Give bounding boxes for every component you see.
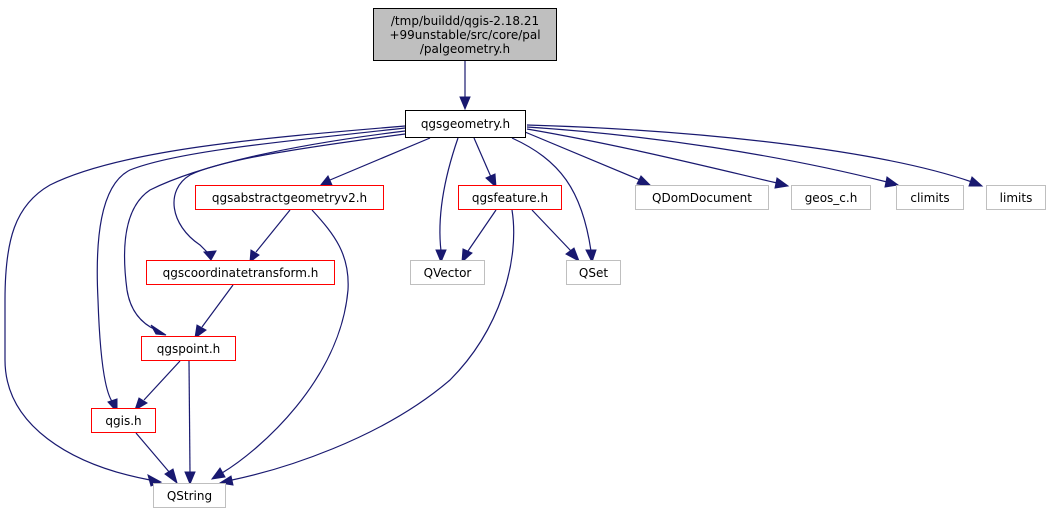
edge-qgis-qstring [135, 432, 171, 474]
edge-qgscoordinatetransform-qgspoint [201, 284, 234, 328]
edge-qgspoint-qgis [143, 360, 181, 401]
arrow-qvector-from-qgsgeometry [435, 249, 447, 264]
arrow-qset-from-qgsfeature [565, 247, 580, 263]
node-qgsfeature-h[interactable]: qgsfeature.h [458, 185, 562, 210]
edge-qgsfeature-qstring [231, 209, 515, 481]
node-limits[interactable]: limits [986, 185, 1046, 210]
arrow-qgspoint-from-qgsgeometry [150, 324, 167, 336]
node-qgspoint-h[interactable]: qgspoint.h [141, 336, 236, 361]
edge-qgsgeometry-limits [526, 124, 973, 183]
arrow-qgscoordinatetransform-from-abstract [249, 249, 260, 264]
arrow-qgis-from-qgspoint [134, 397, 148, 412]
arrow-qset-from-qgsgeometry [585, 249, 597, 264]
node-qset[interactable]: QSet [566, 260, 621, 285]
edge-qgsabstractgeometry-qstring [221, 209, 349, 474]
arrow-qvector-from-qgsfeature [461, 248, 473, 264]
edge-qgsfeature-qvector [467, 209, 497, 252]
edge-qgsgeometry-qgsabstractgeometry [329, 137, 431, 181]
node-qgsgeometry-h[interactable]: qgsgeometry.h [405, 110, 526, 138]
edge-qgsgeometry-qgspoint [123, 130, 406, 331]
node-qgsabstractgeometryv2-h[interactable]: qgsabstractgeometryv2.h [195, 185, 384, 210]
node-palgeometry-h-line-3: /palgeometry.h [419, 41, 511, 56]
node-qgscoordinatetransform-h[interactable]: qgscoordinatetransform.h [146, 260, 335, 285]
arrow-limits [968, 176, 984, 187]
arrow-qgspoint-from-transform [194, 324, 207, 340]
arrow-geos [774, 177, 790, 189]
edge-qgsfeature-qset [531, 209, 572, 252]
node-palgeometry-h-line-2: +99unstable/src/core/pal [389, 27, 541, 42]
edge-qgsgeometry-geos [526, 128, 778, 184]
edge-qgspoint-qstring [188, 360, 191, 474]
edge-qgsgeometry-qgscoordinatetransform [173, 133, 406, 256]
arrow-qgsgeometry [459, 96, 471, 111]
edge-qgsgeometry-climits [526, 126, 888, 183]
arrow-climits [884, 176, 900, 188]
node-palgeometry-h-line-1: /tmp/buildd/qgis-2.18.21 [390, 13, 540, 28]
edge-qgsgeometry-qdomdocument [524, 131, 641, 181]
node-climits[interactable]: climits [896, 185, 964, 210]
arrow-qstring-from-qgsfeature [218, 475, 234, 486]
edge-qgsgeometry-qgis [96, 127, 406, 405]
node-palgeometry-h[interactable]: /tmp/buildd/qgis-2.18.21 +99unstable/src… [373, 8, 557, 61]
edge-qgsabstractgeometry-qgscoordinatetransform [255, 209, 291, 253]
edge-qgsgeometry-qgsfeature [473, 137, 492, 178]
arrow-qstring-from-abstract [210, 467, 226, 480]
arrow-qgsfeature [485, 173, 497, 189]
arrow-qgscoordinatetransform-from-qgsgeometry [202, 250, 217, 261]
node-qstring[interactable]: QString [153, 483, 226, 508]
arrow-qstring-from-qgspoint [184, 471, 196, 486]
node-qgis-h[interactable]: qgis.h [91, 408, 156, 433]
edge-qgsgeometry-qvector [439, 137, 459, 252]
edge-qgsgeometry-qset [511, 137, 592, 252]
node-qvector[interactable]: QVector [410, 260, 485, 285]
edge-qgsgeometry-qstring [4, 125, 406, 481]
node-geos-c-h[interactable]: geos_c.h [791, 185, 871, 210]
arrow-qstring-from-qgis [164, 468, 178, 485]
node-qdomdocument[interactable]: QDomDocument [635, 185, 769, 210]
